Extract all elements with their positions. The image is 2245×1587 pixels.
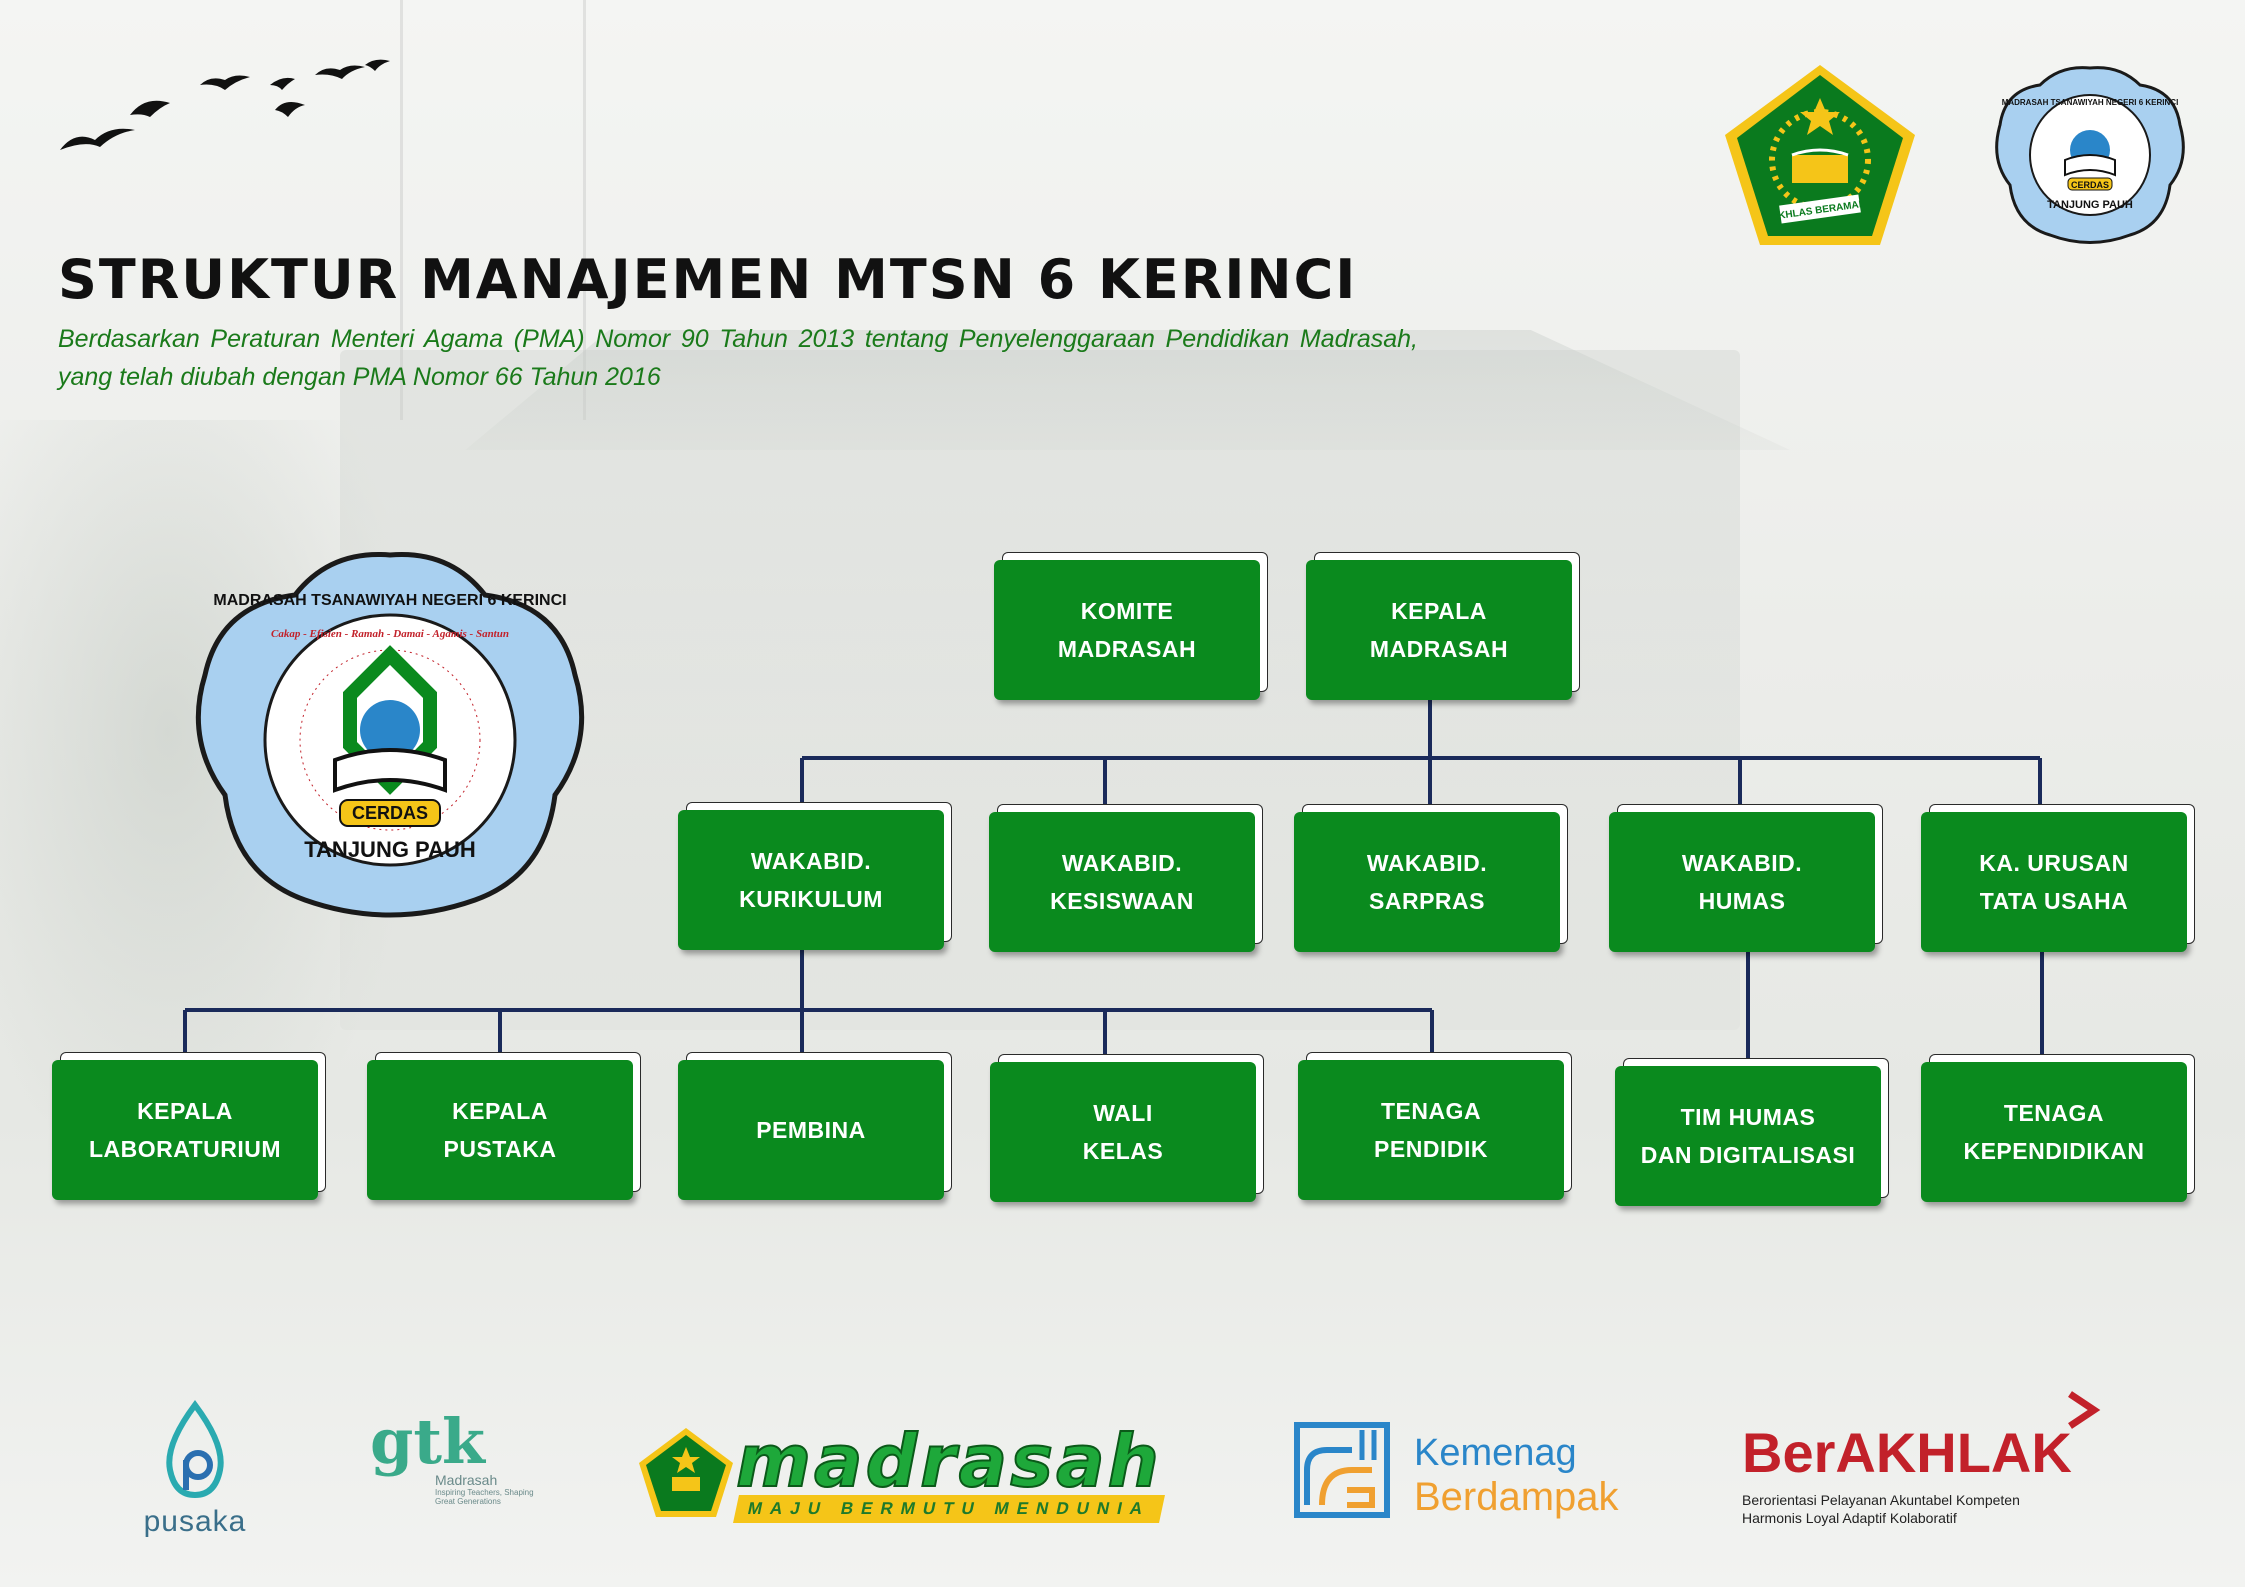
kemenag-berdampak-logo: Kemenag Berdampak [1292, 1420, 1652, 1520]
school-logo-large: CERDAS TANJUNG PAUH Cakap - Efisien - Ra… [195, 552, 585, 918]
madrasah-maju-logo: madrasah MAJU BERMUTU MENDUNIA [636, 1418, 1166, 1525]
berakhlak-line-2: Harmonis Loyal Adaptif Kolaboratif [1742, 1510, 1957, 1526]
pusaka-text: pusaka [143, 1505, 247, 1538]
box-wakabid-sarpras[interactable]: WAKABID. SARPRAS [1294, 812, 1560, 952]
berakhlak-chevron-icon [2068, 1391, 2101, 1429]
box-tenaga-kependidikan[interactable]: TENAGA KEPENDIDIKAN [1921, 1062, 2187, 1202]
box-wakabid-kesiswaan[interactable]: WAKABID. KESISWAAN [989, 812, 1255, 952]
school-large-place: TANJUNG PAUH [304, 837, 476, 862]
box-wakabid-humas[interactable]: WAKABID. HUMAS [1609, 812, 1875, 952]
madrasah-tagline: MAJU BERMUTU MENDUNIA [733, 1495, 1166, 1523]
berdampak-text: Berdampak [1414, 1475, 1619, 1519]
background-roof [465, 330, 1790, 450]
berakhlak-text: BerAKHLAK [1742, 1421, 2072, 1484]
gtk-subtext: Madrasah [435, 1472, 498, 1488]
box-ka-urusan-tata-usaha[interactable]: KA. URUSAN TATA USAHA [1921, 812, 2187, 952]
gtk-text: gtk [370, 1405, 485, 1478]
pusaka-logo: pusaka [130, 1399, 260, 1539]
madrasah-word: madrasah [735, 1418, 1162, 1504]
school-small-badge: CERDAS [2071, 180, 2109, 190]
box-kepala-pustaka[interactable]: KEPALA PUSTAKA [367, 1060, 633, 1200]
gtk-madrasah-logo: gtk Madrasah Inspiring Teachers, Shaping… [370, 1405, 550, 1506]
kemenag-logo: IKHLAS BERAMAL [1725, 65, 1915, 245]
berakhlak-line-1: Berorientasi Pelayanan Akuntabel Kompete… [1742, 1492, 2020, 1508]
pusaka-drop-icon [166, 1399, 224, 1499]
school-logo-small: CERDAS TANJUNG PAUH MADRASAH TSANAWIYAH … [1995, 66, 2185, 244]
box-wakabid-kurikulum[interactable]: WAKABID. KURIKULUM [678, 810, 944, 950]
page-subtitle: Berdasarkan Peraturan Menteri Agama (PMA… [58, 325, 1418, 391]
box-tim-humas-digitalisasi[interactable]: TIM HUMAS DAN DIGITALISASI [1615, 1066, 1881, 1206]
box-wali-kelas[interactable]: WALI KELAS [990, 1062, 1256, 1202]
berdampak-icon [1294, 1422, 1390, 1518]
school-small-place: TANJUNG PAUH [2047, 199, 2133, 211]
box-tenaga-pendidik[interactable]: TENAGA PENDIDIK [1298, 1060, 1564, 1200]
gtk-tagline: Inspiring Teachers, Shaping Great Genera… [435, 1488, 534, 1506]
kemenag-small-icon [639, 1428, 733, 1517]
school-large-ring: MADRASAH TSANAWIYAH NEGERI 6 KERINCI [213, 592, 566, 609]
box-komite-madrasah[interactable]: KOMITE MADRASAH [994, 560, 1260, 700]
kemenag-text: Kemenag [1414, 1432, 1577, 1474]
background-tower [400, 0, 586, 420]
berakhlak-logo: BerAKHLAK Berorientasi Pelayanan Akuntab… [1742, 1390, 2122, 1530]
school-large-motto: Cakap - Efisien - Ramah - Damai - Agamis… [271, 628, 509, 640]
birds-decoration [60, 59, 390, 150]
box-kepala-madrasah[interactable]: KEPALA MADRASAH [1306, 560, 1572, 700]
box-kepala-laboraturium[interactable]: KEPALA LABORATURIUM [52, 1060, 318, 1200]
box-pembina[interactable]: PEMBINA [678, 1060, 944, 1200]
school-small-ring: MADRASAH TSANAWIYAH NEGERI 6 KERINCI [2002, 98, 2179, 107]
school-large-badge: CERDAS [352, 803, 428, 823]
page-title: STRUKTUR MANAJEMEN MTSN 6 KERINCI [58, 248, 1358, 311]
